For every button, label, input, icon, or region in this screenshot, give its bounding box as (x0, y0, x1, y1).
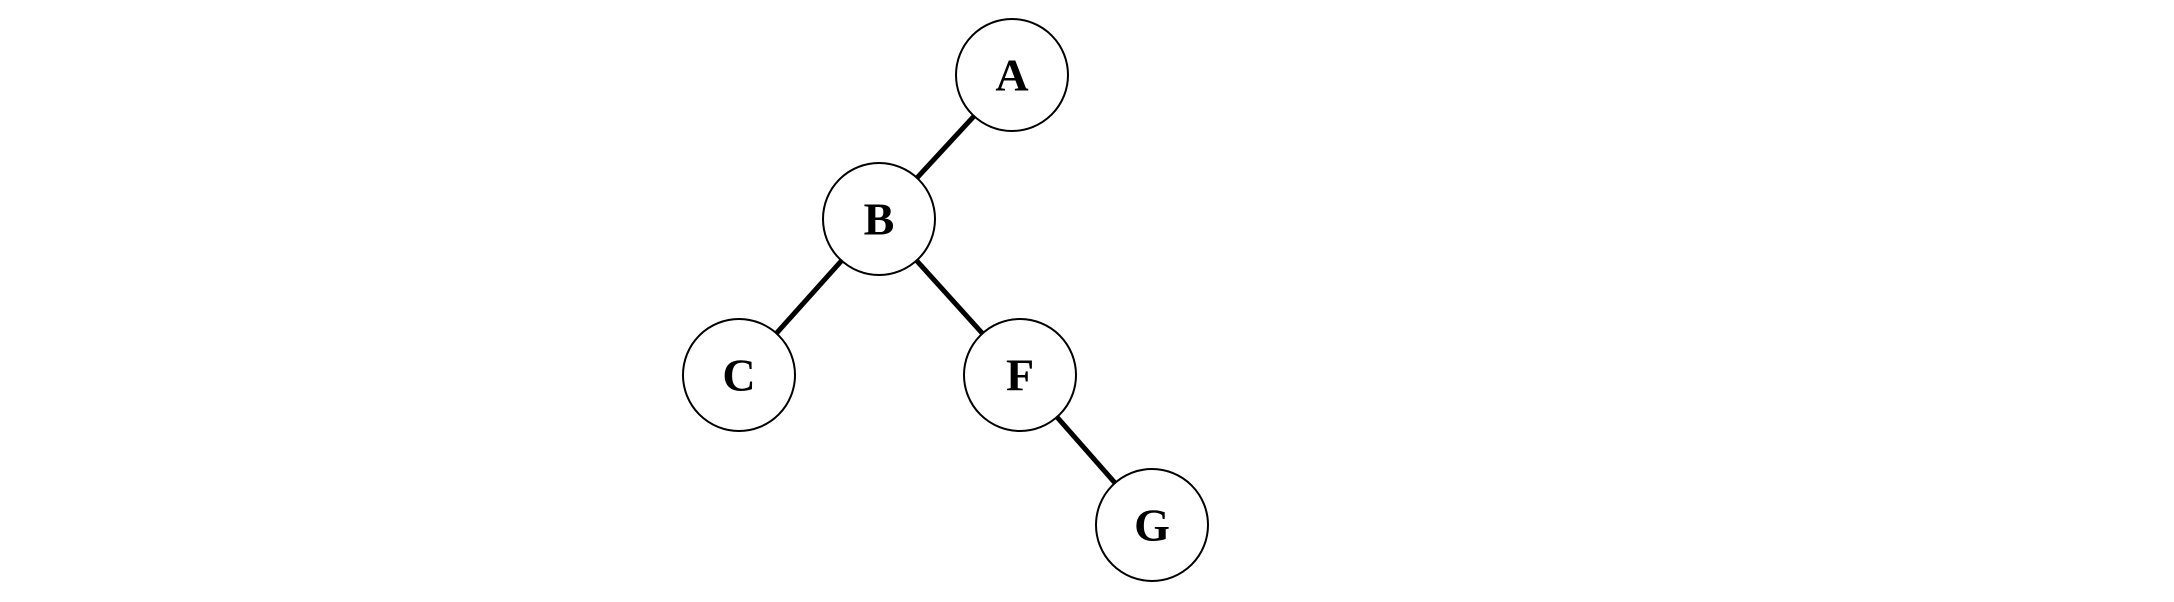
node-C-circle (682, 318, 796, 432)
node-B-circle (822, 162, 936, 276)
node-G-label: G (1134, 500, 1170, 551)
node-C: C (682, 318, 796, 432)
node-F: F (963, 318, 1077, 432)
node-G-circle (1095, 468, 1209, 582)
node-B: B (822, 162, 936, 276)
node-B-label: B (864, 194, 895, 245)
node-F-label: F (1006, 350, 1034, 401)
node-A-circle (955, 18, 1069, 132)
node-A-label: A (995, 50, 1028, 101)
node-A: A (955, 18, 1069, 132)
node-C-label: C (722, 350, 755, 401)
node-F-circle (963, 318, 1077, 432)
node-G: G (1095, 468, 1209, 582)
